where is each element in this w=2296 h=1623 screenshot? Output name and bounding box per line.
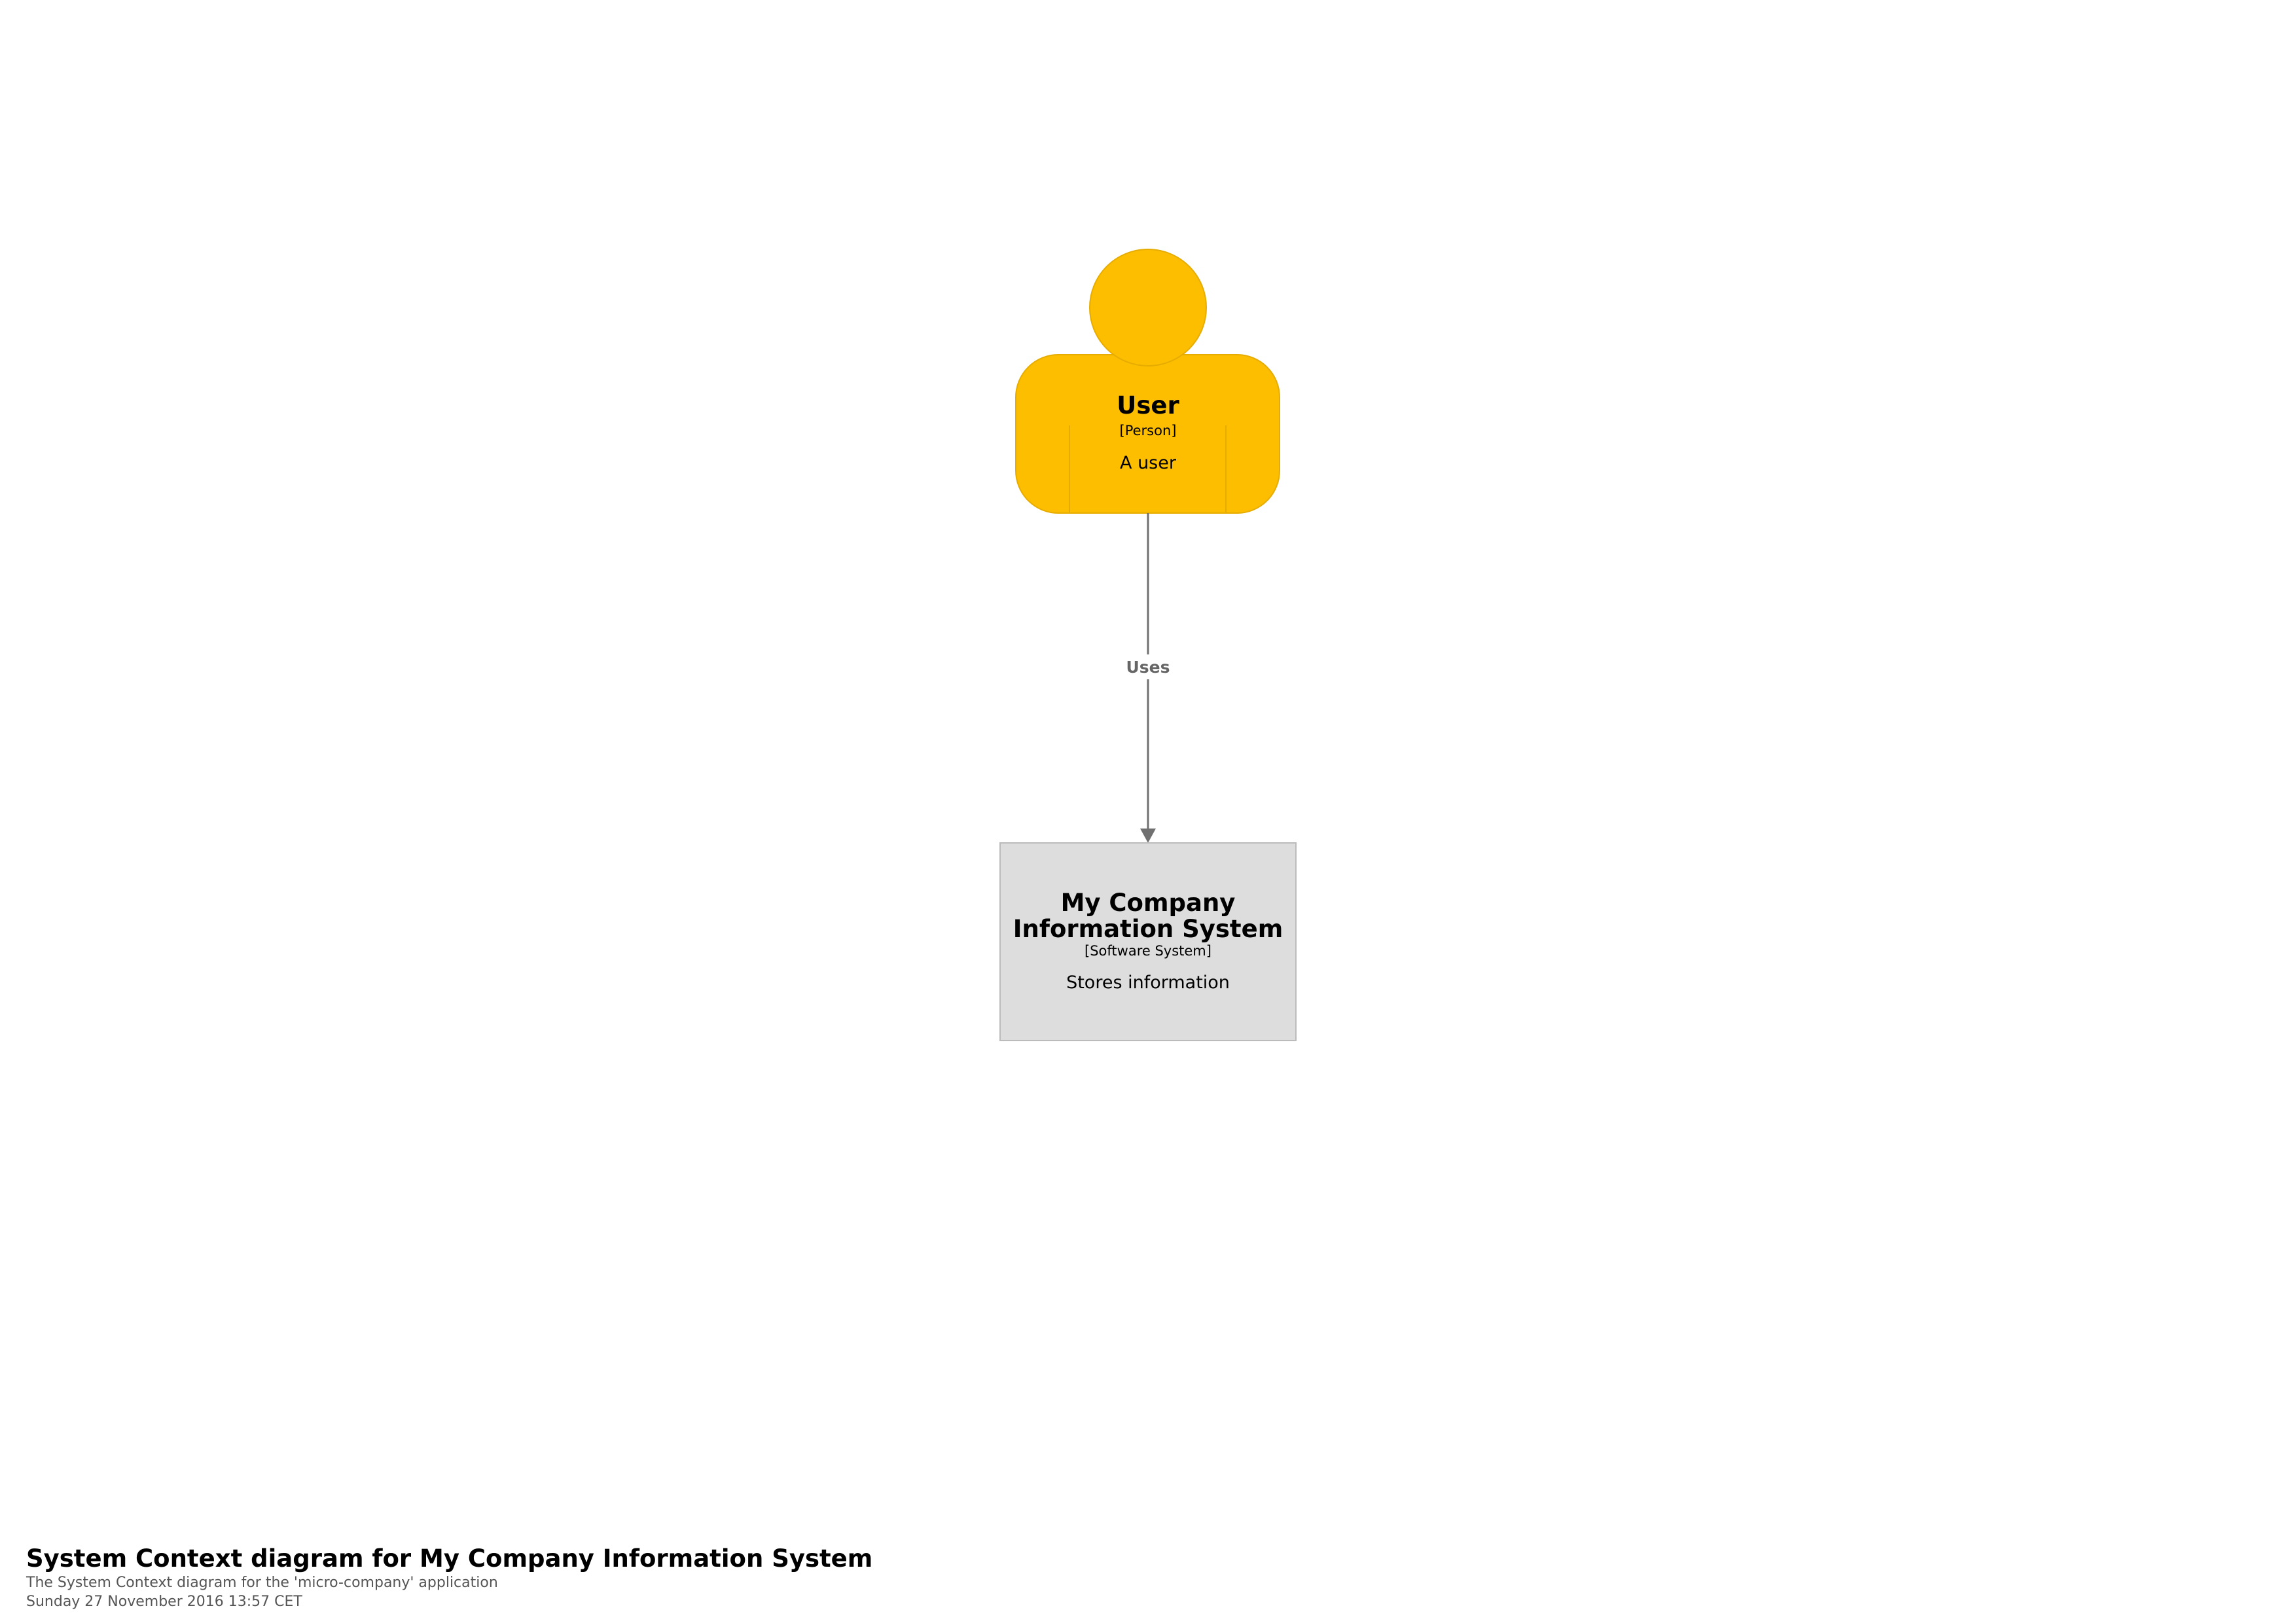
system-description: Stores information <box>1066 972 1230 993</box>
person-head <box>1089 249 1207 366</box>
relationship-label: Uses <box>1126 658 1170 677</box>
person-description: A user <box>1120 453 1177 473</box>
arrowhead-icon <box>1140 829 1156 843</box>
system-name-line2: Information System <box>1013 915 1283 943</box>
system-box <box>999 842 1297 1041</box>
person-user[interactable]: User [Person] A user <box>1015 249 1280 514</box>
diagram-title: System Context diagram for My Company In… <box>26 1544 873 1573</box>
relationship-uses[interactable]: Uses <box>1126 513 1170 843</box>
person-name: User <box>1117 391 1179 419</box>
system-type: [Software System] <box>1085 943 1211 959</box>
person-type: [Person] <box>1120 423 1177 438</box>
software-system-my-company[interactable]: My Company Information System [Software … <box>999 842 1297 1041</box>
diagram-date: Sunday 27 November 2016 13:57 CET <box>26 1594 302 1610</box>
diagram-footer: System Context diagram for My Company In… <box>26 1544 1335 1611</box>
diagram-subtitle: The System Context diagram for the 'micr… <box>26 1575 498 1591</box>
system-name-line1: My Company <box>1061 889 1236 917</box>
